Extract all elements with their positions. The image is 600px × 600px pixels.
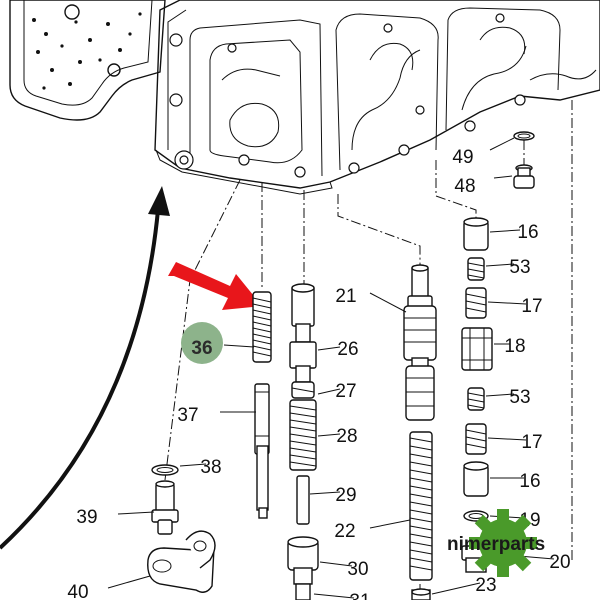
callout-27: 27 — [335, 381, 356, 402]
callout-53: 53 — [509, 257, 530, 278]
callout-17: 17 — [521, 296, 542, 317]
highlight-circle — [181, 322, 223, 364]
callout-37: 37 — [177, 405, 198, 426]
callout-40: 40 — [67, 582, 88, 600]
callout-22: 22 — [334, 521, 355, 542]
part-31-washer — [295, 583, 311, 600]
part-53-spring-lower — [467, 387, 485, 411]
part-18-sleeve — [461, 327, 493, 371]
part-26-valve-spool — [289, 283, 317, 383]
part-28-spring — [289, 399, 317, 471]
part-27-spring — [291, 381, 315, 399]
part-49-oring — [513, 131, 535, 141]
part-30-plug — [287, 536, 319, 585]
callout-36: 36 — [191, 338, 212, 359]
part-17-spring-lower — [465, 423, 487, 455]
red-pointer-arrow — [168, 262, 262, 310]
callout-16: 16 — [517, 222, 538, 243]
valve-body-drawing — [154, 0, 600, 195]
callout-49: 49 — [452, 147, 473, 168]
part-36-spring — [252, 291, 272, 363]
part-21-valve-spool — [403, 264, 437, 421]
part-29-rod — [296, 475, 310, 525]
watermark-text: nimerparts — [447, 534, 545, 555]
part-23-plug — [411, 588, 431, 600]
installation-arrow — [0, 186, 170, 550]
part-37-pin — [254, 383, 270, 519]
part-22-spring — [409, 431, 433, 581]
part-16-cap-upper — [463, 217, 489, 251]
callout-53: 53 — [509, 387, 530, 408]
callout-21: 21 — [335, 286, 356, 307]
part-53-spring-upper — [467, 257, 485, 281]
gasket-drawing — [9, 0, 166, 121]
callout-23: 23 — [475, 575, 496, 596]
part-40-bracket — [147, 530, 216, 593]
part-38-oring — [151, 464, 179, 476]
part-39-fitting — [151, 480, 179, 535]
callout-28: 28 — [336, 426, 357, 447]
callout-48: 48 — [454, 176, 475, 197]
callout-39: 39 — [76, 507, 97, 528]
callout-20: 20 — [549, 552, 570, 573]
part-16-cap-lower — [463, 461, 489, 497]
callout-16: 16 — [519, 471, 540, 492]
callout-18: 18 — [504, 336, 525, 357]
callout-30: 30 — [347, 559, 368, 580]
callout-17: 17 — [521, 432, 542, 453]
callout-29: 29 — [335, 485, 356, 506]
part-17-spring-upper — [465, 287, 487, 319]
callout-38: 38 — [200, 457, 221, 478]
callout-31: 31 — [349, 591, 370, 600]
callout-26: 26 — [337, 339, 358, 360]
part-48-plug — [513, 164, 535, 189]
